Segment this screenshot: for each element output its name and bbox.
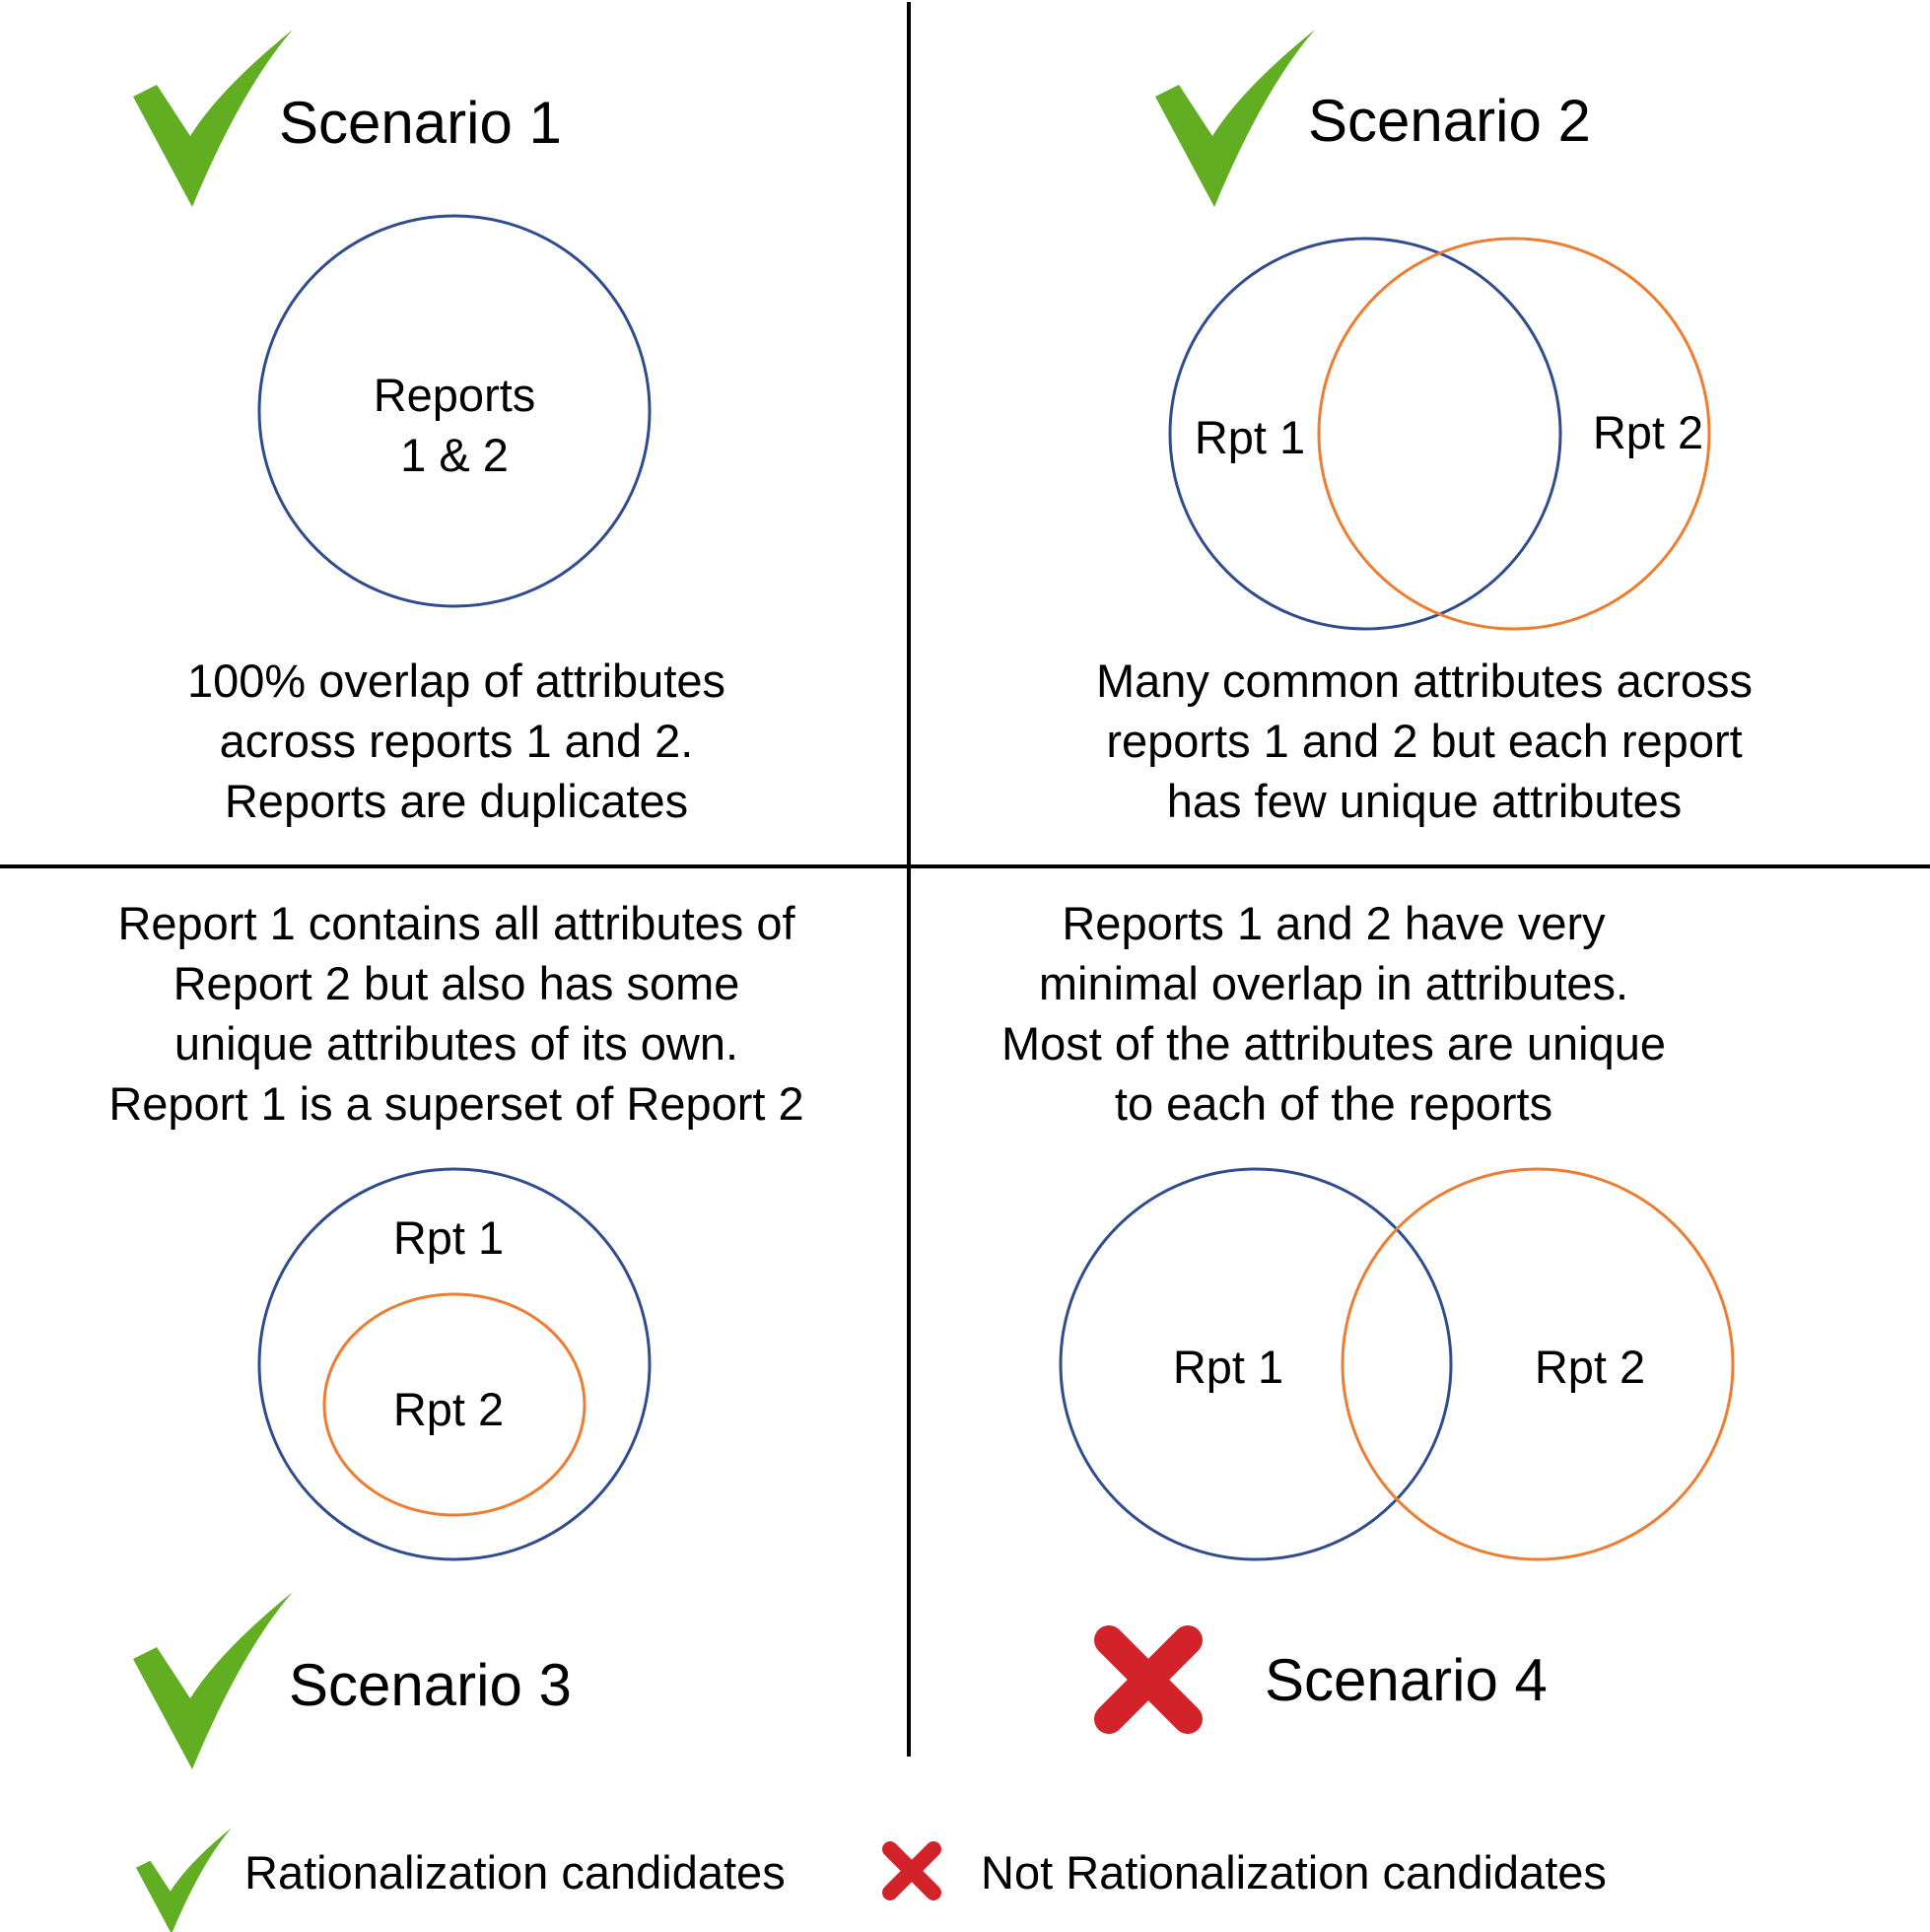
circle-label: Rpt 2 — [1535, 1341, 1645, 1393]
check-icon — [136, 1828, 233, 1932]
description-line: Report 1 is a superset of Report 2 — [108, 1077, 803, 1130]
scenario-2-title: Scenario 2 — [1308, 88, 1591, 154]
rpt-2-circle — [322, 1292, 586, 1517]
rpt-1-circle — [1059, 1167, 1453, 1561]
scenario-3-title: Scenario 3 — [289, 1652, 572, 1718]
legend-label-not-rationalization: Not Rationalization candidates — [981, 1846, 1607, 1898]
scenario-2: Scenario 2 Rpt 1 Rpt 2 Many common attri… — [1096, 30, 1753, 827]
description-line: unique attributes of its own. — [174, 1017, 738, 1070]
description-line: Reports 1 and 2 have very — [1062, 897, 1606, 949]
description-line: reports 1 and 2 but each report — [1106, 715, 1742, 767]
rpt-2-circle — [1317, 237, 1711, 631]
description-line: Report 2 but also has some — [173, 957, 740, 1009]
description-line: 100% overlap of attributes — [187, 655, 725, 707]
circle-label: Reports — [374, 369, 536, 421]
circle-label: Rpt 1 — [1195, 411, 1305, 463]
circle-label: Rpt 1 — [393, 1211, 504, 1264]
description-line: Report 1 contains all attributes of — [117, 897, 795, 949]
circle-label: Rpt 2 — [393, 1383, 504, 1435]
rpt-2-circle — [1341, 1167, 1735, 1561]
scenario-1-title: Scenario 1 — [279, 90, 562, 156]
description-line: has few unique attributes — [1167, 775, 1683, 827]
rpt-1-circle — [257, 1167, 652, 1561]
check-icon — [1155, 30, 1315, 207]
scenario-1: Scenario 1 Reports 1 & 2 100% overlap of… — [133, 30, 725, 827]
legend: Rationalization candidates Not Rationali… — [136, 1828, 1607, 1932]
check-icon — [133, 30, 293, 207]
circle-label: Rpt 2 — [1593, 406, 1703, 458]
cross-icon — [882, 1841, 941, 1900]
description-line: across reports 1 and 2. — [220, 715, 694, 767]
scenario-4-title: Scenario 4 — [1265, 1647, 1548, 1713]
reports-1-2-circle — [257, 214, 652, 608]
circle-label: 1 & 2 — [400, 429, 509, 481]
description-line: to each of the reports — [1115, 1077, 1552, 1130]
check-icon — [133, 1592, 293, 1769]
description-line: Reports are duplicates — [225, 775, 688, 827]
description-line: Many common attributes across — [1096, 655, 1753, 707]
cross-icon — [1094, 1625, 1203, 1734]
circle-label: Rpt 1 — [1173, 1341, 1283, 1393]
scenario-3: Report 1 contains all attributes of Repo… — [108, 897, 804, 1769]
legend-label-rationalization: Rationalization candidates — [244, 1846, 786, 1898]
description-line: minimal overlap in attributes. — [1039, 957, 1628, 1009]
rpt-1-circle — [1168, 237, 1562, 631]
description-line: Most of the attributes are unique — [1001, 1017, 1666, 1070]
scenario-4: Reports 1 and 2 have very minimal overla… — [1001, 897, 1735, 1734]
